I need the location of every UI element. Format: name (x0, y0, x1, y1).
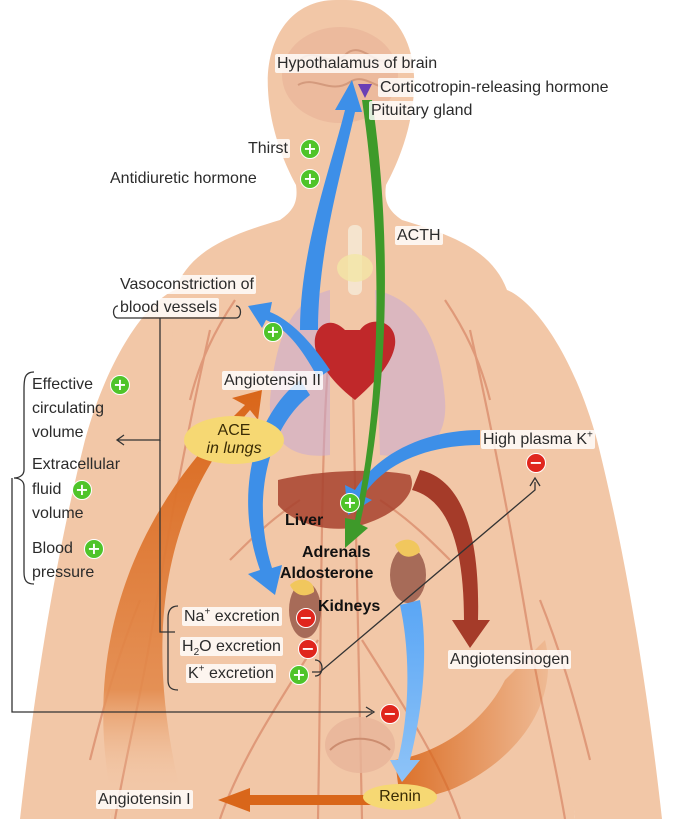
k-excretion-plus-icon: + (289, 665, 309, 685)
adh-label: Antidiuretic hormone (108, 169, 259, 188)
renin-label: Renin (379, 788, 421, 805)
effective-plus-icon: + (110, 375, 130, 395)
ace-ellipse: ACE in lungs (184, 416, 284, 464)
hypothalamus-label: Hypothalamus of brain (275, 54, 439, 73)
ecf-label-line3: volume (32, 504, 84, 523)
h2o-minus-icon: − (298, 639, 318, 659)
adh-plus-icon: + (300, 169, 320, 189)
vasoconstriction-label-line1: Vasoconstriction of (118, 275, 256, 294)
pituitary-label: Pituitary gland (369, 101, 474, 120)
k-text: K (188, 665, 199, 682)
na-excretion-text: excretion (210, 608, 279, 625)
ace-lungs-label: in lungs (184, 440, 284, 458)
k-excretion-label: K+ excretion (186, 664, 276, 683)
liver-label: Liver (285, 511, 323, 530)
crh-label: Corticotropin-releasing hormone (378, 78, 611, 97)
thirst-plus-icon: + (300, 139, 320, 159)
ecf-label-line1: Extracellular (32, 455, 120, 474)
vasoconstriction-plus-icon: + (263, 322, 283, 342)
effective-label-line1: Effective (32, 375, 93, 394)
k-excretion-text: excretion (205, 665, 274, 682)
na-minus-icon: − (296, 608, 316, 628)
adrenal-plus-icon: + (340, 493, 360, 513)
bladder-icon (325, 717, 395, 773)
effective-label-line3: volume (32, 423, 84, 442)
h-text: H (182, 638, 194, 655)
effective-label-line2: circulating (32, 399, 104, 418)
adrenals-label: Adrenals (302, 543, 370, 562)
h2o-excretion-label: H2O excretion (180, 637, 283, 656)
ecf-label-line2: fluid (32, 480, 61, 499)
bp-plus-icon: + (84, 539, 104, 559)
thirst-label: Thirst (246, 139, 290, 158)
ace-label: ACE (184, 422, 284, 440)
vasoconstriction-label-line2: blood vessels (118, 298, 219, 317)
bp-label-line2: pressure (32, 563, 94, 582)
angiotensinogen-label: Angiotensinogen (448, 650, 571, 669)
kidneys-label: Kidneys (318, 597, 380, 616)
acth-label: ACTH (395, 226, 443, 245)
angiotensin-i-label: Angiotensin I (96, 790, 193, 809)
angiotensin-ii-label: Angiotensin II (222, 371, 323, 390)
ecf-plus-icon: + (72, 480, 92, 500)
high-k-minus-icon: − (526, 453, 546, 473)
na-excretion-label: Na+ excretion (182, 607, 282, 626)
high-k-text: High plasma K (483, 431, 587, 448)
high-k-superscript: + (587, 430, 593, 441)
aldosterone-label: Aldosterone (280, 564, 373, 583)
na-text: Na (184, 608, 204, 625)
renin-ellipse: Renin (363, 784, 437, 810)
h2o-excretion-text: O excretion (199, 638, 281, 655)
renin-feedback-minus-icon: − (380, 704, 400, 724)
high-k-label: High plasma K+ (481, 430, 595, 449)
bp-label-line1: Blood (32, 539, 73, 558)
